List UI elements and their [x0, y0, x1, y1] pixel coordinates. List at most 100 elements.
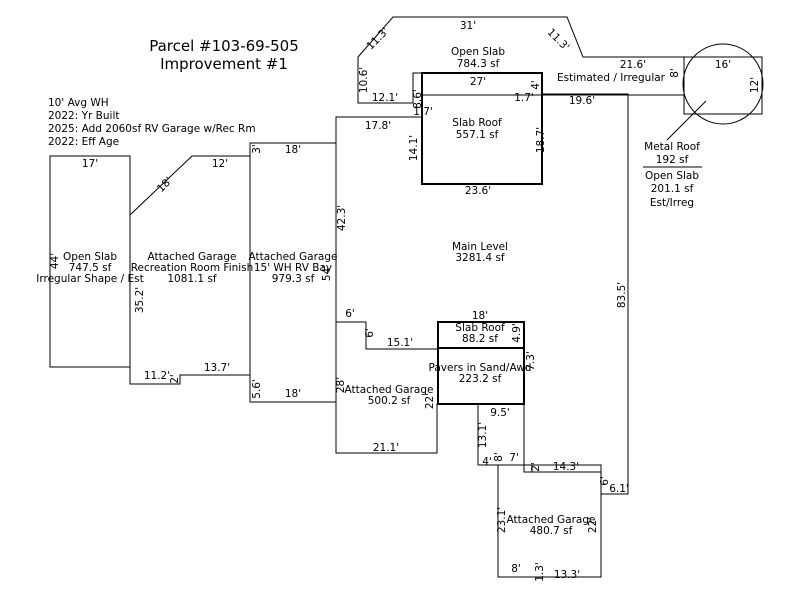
dimension-label: 1.7': [514, 92, 534, 104]
dimension-label: 11.3': [545, 26, 572, 53]
area-label: 192 sf: [656, 154, 689, 166]
dimension-label: 14.3': [553, 461, 579, 473]
pavers-outline: [437, 347, 525, 405]
dimension-label: 21.6': [620, 59, 646, 71]
dimension-label: 27': [470, 76, 486, 88]
dimension-label: 4.9': [511, 323, 523, 343]
area-label: 480.7 sf: [530, 525, 573, 537]
dimension-label: 10.6': [358, 67, 370, 93]
dimension-label: 28': [335, 377, 347, 393]
dimension-label: 18.7': [535, 127, 547, 153]
area-label: Irregular Shape / Est: [36, 273, 143, 285]
dimension-label: 54': [321, 265, 333, 281]
area-label: Attached Garage: [248, 251, 337, 263]
metal-roof-leader: [666, 100, 707, 141]
note-line: 2022: Eff Age: [48, 136, 119, 148]
area-label: Estimated / Irregular: [557, 72, 666, 84]
dimension-label: 13.1': [477, 422, 489, 448]
note-line: 2025: Add 2060sf RV Garage w/Rec Rm: [48, 123, 256, 135]
area-label: Open Slab: [451, 46, 505, 58]
area-label: 223.2 sf: [459, 373, 502, 385]
dimension-label: 17': [82, 158, 98, 170]
dimension-label: 18': [472, 310, 488, 322]
area-label: 1081.1 sf: [167, 273, 217, 285]
dimension-label: 3': [251, 144, 263, 154]
dimension-label: 18': [285, 388, 301, 400]
area-label: 15' WH RV Bay: [254, 262, 332, 274]
dimension-label: 13.7': [204, 362, 230, 374]
dimension-label: 22': [424, 393, 436, 409]
metal-roof-square: [683, 56, 763, 115]
dimension-label: 2': [530, 462, 542, 472]
dimension-label: 8': [493, 452, 505, 462]
dimension-label: 8.6': [412, 89, 424, 109]
dimension-label: 18': [155, 175, 175, 195]
dimension-label: 83.5': [616, 282, 628, 308]
area-label: 784.3 sf: [457, 58, 500, 70]
dimension-label: 12': [212, 158, 228, 170]
connector-outline: [477, 404, 498, 466]
dimension-label: 8': [511, 563, 521, 575]
dimension-label: 6': [599, 476, 611, 486]
dimension-label: 31': [460, 20, 476, 32]
main-level-outline: [335, 93, 629, 495]
dimension-label: 14.1': [408, 135, 420, 161]
dimension-label: 19.6': [569, 95, 595, 107]
dimension-label: 6.1': [609, 483, 629, 495]
improvement-title: Improvement #1: [160, 55, 288, 73]
dimension-label: 6': [345, 308, 355, 320]
dimension-label: 16': [715, 59, 731, 71]
dimension-label: 21.1': [373, 442, 399, 454]
area-label: 3281.4 sf: [455, 252, 505, 264]
dimension-label: 15.1': [387, 337, 413, 349]
dimension-label: 4': [530, 80, 542, 90]
dimension-label: 23.1': [496, 507, 508, 533]
slab-roof-top-outline: [421, 72, 543, 185]
dimension-label: 13.3': [554, 569, 580, 581]
dimension-label: 2': [169, 374, 181, 384]
area-label: 88.2 sf: [462, 333, 498, 345]
dimension-label: 7.3': [525, 351, 537, 371]
dimension-label: 7': [509, 452, 519, 464]
area-label: Slab Roof: [452, 117, 502, 129]
dimension-label: 12': [749, 77, 761, 93]
dimension-label: 1.7': [413, 106, 433, 118]
area-label: Slab Roof: [455, 322, 505, 334]
dimension-label: 9.5': [490, 407, 510, 419]
area-label: Est/Irreg: [650, 197, 694, 209]
garage-rec-outline: [129, 155, 251, 385]
main-interior-line: [336, 321, 438, 350]
area-label: 557.1 sf: [456, 129, 499, 141]
dimension-label: 18': [285, 144, 301, 156]
area-label: Attached Garage: [147, 251, 236, 263]
dimension-label: 22': [587, 517, 599, 533]
dimension-label: 4': [482, 456, 492, 468]
area-label: Main Level: [452, 241, 508, 253]
dimension-label: 44': [49, 253, 61, 269]
area-label: 747.5 sf: [69, 262, 112, 274]
dimension-label: 35.2': [134, 287, 146, 313]
area-label: Attached Garage: [344, 384, 433, 396]
garage-bottom-outline: [497, 464, 602, 578]
dimension-label: 17.8': [365, 120, 391, 132]
area-label: Open Slab: [645, 170, 699, 182]
dimension-label: 12.1': [372, 92, 398, 104]
dimension-label: 42.3': [336, 205, 348, 231]
area-label: Open Slab: [63, 251, 117, 263]
parcel-title: Parcel #103-69-505: [149, 37, 299, 55]
area-label: Metal Roof: [644, 141, 700, 153]
area-label: Attached Garage: [506, 514, 595, 526]
dimension-label: 6': [364, 328, 376, 338]
dimension-label: 23.6': [465, 185, 491, 197]
metal-roof-circle: [682, 43, 764, 125]
note-line: 2022: Yr Built: [48, 110, 119, 122]
area-label: 979.3 sf: [272, 273, 315, 285]
open-slab-top-outline: [357, 16, 685, 104]
dimension-label: 1.3': [534, 562, 546, 582]
dimension-label: 5.6': [251, 379, 263, 399]
area-label: Pavers in Sand/Awd: [429, 362, 532, 374]
note-line: 10' Avg WH: [48, 97, 109, 109]
dimension-label: 11.3': [364, 25, 391, 52]
area-label: 500.2 sf: [368, 395, 411, 407]
